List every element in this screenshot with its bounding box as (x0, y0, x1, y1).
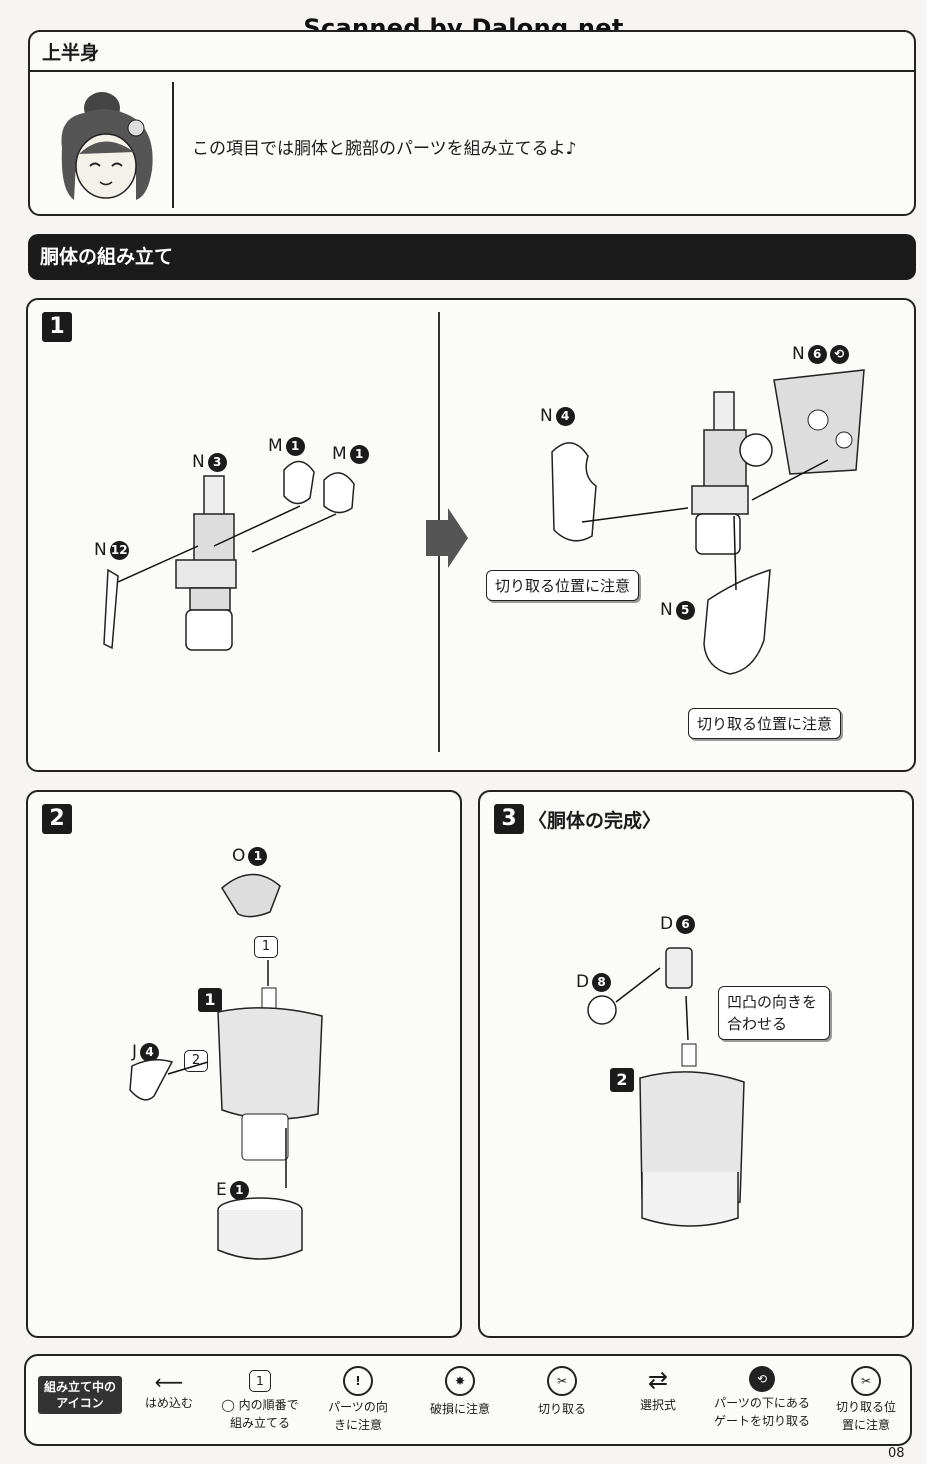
legend-item-direction: ! パーツの向きに注意 (318, 1366, 398, 1434)
cut-position-icon: ✂ (851, 1366, 881, 1396)
select-arrows-icon: ⇄ (647, 1366, 669, 1394)
step3-number: 3 (494, 804, 524, 834)
step1-number: 1 (42, 312, 72, 342)
header-divider (30, 70, 914, 72)
gate-cut-icon: ⟲ (749, 1366, 775, 1392)
step2-number: 2 (42, 804, 72, 834)
icon-legend: 組み立て中のアイコン ⟵ はめ込む 1 ◯ 内の順番で組み立てる ! パーツの向… (24, 1354, 912, 1446)
order-hexagon-icon: 1 (249, 1370, 271, 1392)
legend-item-gate-cut: ⟲ パーツの下にあるゲートを切り取る (706, 1366, 818, 1430)
gate-cut-icon: ⟲ (829, 344, 849, 364)
step2-illustration (129, 873, 323, 1260)
intro-panel: 上半身 この項目では胴体と腕部のパーツを組み立てるよ♪ (28, 30, 916, 216)
damage-icon: ✸ (445, 1366, 475, 1396)
intro-text: この項目では胴体と腕部のパーツを組み立てるよ♪ (192, 139, 577, 159)
legend-badge: 組み立て中のアイコン (38, 1376, 122, 1414)
legend-item-select: ⇄ 選択式 (618, 1366, 698, 1414)
order-mark-1: 1 (254, 936, 278, 958)
step3-illustration (587, 947, 745, 1227)
section-title: 胴体の組み立て (28, 234, 916, 280)
legend-item-cut: ✂ 切り取る (522, 1366, 602, 1418)
page-title: 上半身 (42, 42, 100, 64)
legend-item-order: 1 ◯ 内の順番で組み立てる (212, 1370, 308, 1432)
legend-item-cut-position: ✂ 切り取る位置に注意 (826, 1366, 906, 1434)
step3-title: 〈胴体の完成〉 (528, 810, 662, 832)
step3-subassembly-ref: 2 (610, 1068, 634, 1092)
legend-item-fit: ⟵ はめ込む (130, 1370, 208, 1412)
page-number: 08 (888, 1446, 905, 1461)
legend-item-damage: ✸ 破損に注意 (420, 1366, 500, 1418)
cut-icon: ✂ (547, 1366, 577, 1396)
cut-position-callout-1: 切り取る位置に注意 (486, 570, 640, 601)
step1-illustration (103, 369, 865, 675)
character-avatar (44, 78, 174, 208)
cut-position-callout-2: 切り取る位置に注意 (688, 708, 842, 739)
exclamation-icon: ! (343, 1366, 373, 1396)
align-direction-callout: 凹凸の向きを合わせる (718, 986, 830, 1040)
header-vertical-divider (172, 82, 174, 208)
arrow-left-icon: ⟵ (154, 1370, 184, 1394)
order-mark-2: 2 (184, 1050, 208, 1072)
step2-subassembly-ref: 1 (198, 988, 222, 1012)
